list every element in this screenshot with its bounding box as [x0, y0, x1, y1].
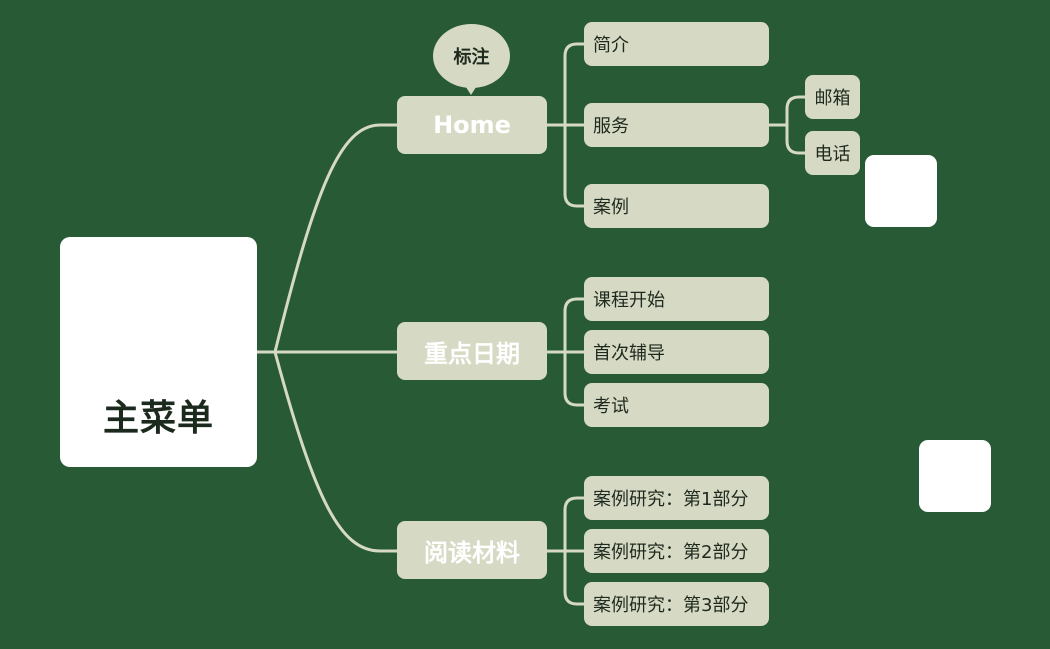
subtopic-email[interactable]: 邮箱	[805, 75, 860, 119]
topic-label: 考试	[593, 396, 629, 417]
connector-root-home	[273, 123, 399, 354]
connector-services-email	[785, 95, 807, 127]
root-node[interactable]: 主菜单	[60, 237, 257, 467]
branch-reading[interactable]: 阅读材料	[397, 521, 547, 579]
callout-tail	[464, 84, 478, 95]
topic-cases[interactable]: 案例	[584, 184, 769, 228]
topic-label: 首次辅导	[593, 343, 665, 364]
topic-label: 简介	[593, 35, 629, 56]
branch-label: 阅读材料	[424, 538, 520, 567]
branch-key-dates[interactable]: 重点日期	[397, 322, 547, 380]
subtopic-label: 邮箱	[814, 88, 851, 109]
connector-dates-exam	[563, 350, 586, 407]
connector-services-phone	[785, 123, 807, 155]
topic-label: 服务	[593, 116, 629, 137]
connector-home-intro	[563, 42, 586, 127]
topic-label: 课程开始	[593, 290, 665, 311]
topic-intro[interactable]: 简介	[584, 22, 769, 66]
subtopic-label: 电话	[814, 144, 851, 165]
blank-card[interactable]	[919, 440, 991, 512]
subtopic-phone[interactable]: 电话	[805, 131, 860, 175]
topic-course-start[interactable]: 课程开始	[584, 277, 769, 321]
topic-case-study-2[interactable]: 案例研究：第2部分	[584, 529, 769, 573]
connector-reading-part3	[563, 549, 586, 606]
callout-label: 标注	[453, 47, 490, 68]
branch-label: Home	[433, 111, 511, 139]
blank-card[interactable]	[865, 155, 937, 227]
branch-home[interactable]: Home	[397, 96, 547, 154]
connector-dates-start	[563, 297, 586, 354]
topic-label: 案例	[593, 197, 629, 218]
topic-exam[interactable]: 考试	[584, 383, 769, 427]
connector-reading-part1	[563, 496, 586, 553]
topic-first-tutorial[interactable]: 首次辅导	[584, 330, 769, 374]
topic-case-study-3[interactable]: 案例研究：第3部分	[584, 582, 769, 626]
topic-case-study-1[interactable]: 案例研究：第1部分	[584, 476, 769, 520]
topic-label: 案例研究：第3部分	[593, 595, 749, 616]
topic-label: 案例研究：第2部分	[593, 542, 749, 563]
connector-root-reading	[273, 350, 399, 553]
connector-home-cases	[563, 123, 586, 208]
root-label: 主菜单	[102, 398, 214, 439]
topic-services[interactable]: 服务	[584, 103, 769, 147]
branch-label: 重点日期	[424, 339, 520, 368]
topic-label: 案例研究：第1部分	[593, 489, 749, 510]
callout-bubble[interactable]: 标注	[433, 24, 510, 88]
